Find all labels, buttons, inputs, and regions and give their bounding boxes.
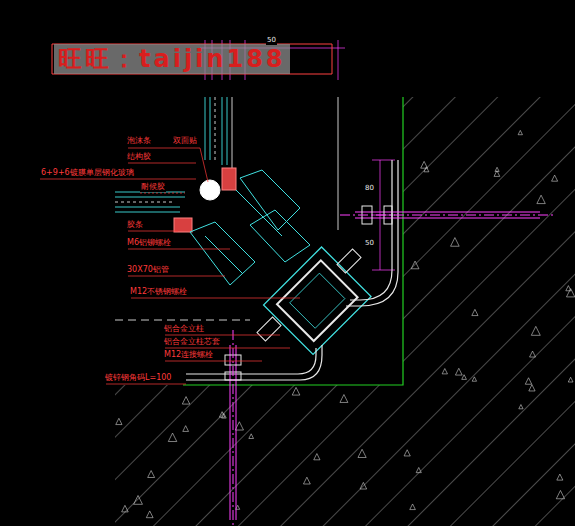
aggregate-mark	[411, 261, 419, 269]
aggregate-mark	[183, 426, 189, 432]
sealant	[174, 218, 192, 232]
aggregate-mark	[557, 474, 563, 480]
aggregate-mark	[116, 418, 122, 424]
aggregate-mark	[566, 289, 574, 297]
aggregate-mark	[472, 377, 476, 381]
sealant	[222, 168, 236, 190]
dimension: 50	[266, 35, 277, 45]
part-name: 结构胶	[126, 152, 152, 162]
glass-panels	[115, 97, 338, 320]
aggregate-mark	[314, 454, 320, 460]
aggregate-mark	[472, 309, 478, 315]
aggregate-mark	[168, 433, 176, 441]
aggregate-mark	[462, 375, 467, 380]
corner-frame	[190, 170, 310, 285]
aggregate-mark	[518, 130, 522, 134]
aggregate-mark	[494, 171, 500, 177]
aggregate-mark	[249, 434, 254, 439]
aggregate-mark	[556, 490, 564, 498]
aggregate-mark	[525, 378, 531, 384]
part-name: 双面贴	[172, 136, 198, 146]
aggregate-mark	[530, 351, 536, 357]
aggregate-mark	[360, 482, 367, 489]
aggregate-mark	[303, 477, 310, 484]
aggregate-mark	[424, 167, 429, 172]
aggregate-mark	[148, 471, 155, 478]
aggregate-mark	[410, 504, 416, 510]
aluminium-column	[264, 247, 371, 354]
part-name: 胶条	[126, 220, 144, 230]
part-name: M12连接螺栓	[163, 350, 214, 360]
aggregate-mark	[537, 195, 545, 203]
aggregate-mark	[455, 368, 462, 375]
part-name: 铝合金立柱芯套	[163, 337, 221, 347]
part-name: 30X70铝管	[126, 265, 170, 275]
aggregate-mark	[404, 450, 410, 456]
aggregate-mark	[134, 495, 143, 504]
foam-rod	[200, 180, 220, 200]
aggregate-mark	[552, 175, 558, 181]
part-name: M12不锈钢螺栓	[129, 287, 188, 297]
aggregate-mark	[182, 397, 189, 404]
dimension: 80	[364, 183, 375, 193]
dimension: 50	[364, 238, 375, 248]
aggregate-mark	[531, 326, 540, 335]
part-name: 镀锌钢角码L=100	[104, 373, 172, 383]
part-name: 6+9+6镀膜单层钢化玻璃	[40, 168, 135, 178]
steel-angle	[186, 160, 398, 380]
aggregate-mark	[568, 377, 573, 382]
aggregate-mark	[146, 511, 153, 518]
part-name: 耐候胶	[140, 182, 166, 192]
aggregate-mark	[416, 467, 421, 472]
aggregate-mark	[519, 405, 523, 409]
anchor-bolt	[225, 206, 555, 525]
aggregate-mark	[358, 449, 366, 457]
aggregate-mark	[219, 412, 225, 418]
part-name: M6铝铆螺栓	[126, 238, 172, 248]
part-name: 铝合金立柱	[163, 324, 205, 334]
leader-lines	[40, 44, 332, 384]
aggregate-mark	[122, 505, 129, 512]
aggregate-mark	[529, 385, 535, 391]
aggregate-mark	[451, 238, 460, 247]
aggregate-mark	[442, 369, 447, 374]
aggregate-mark	[340, 395, 348, 403]
watermark: 旺旺：taijin188	[54, 44, 290, 74]
part-name: 泡沫条	[126, 136, 152, 146]
aggregate-mark	[292, 387, 300, 395]
